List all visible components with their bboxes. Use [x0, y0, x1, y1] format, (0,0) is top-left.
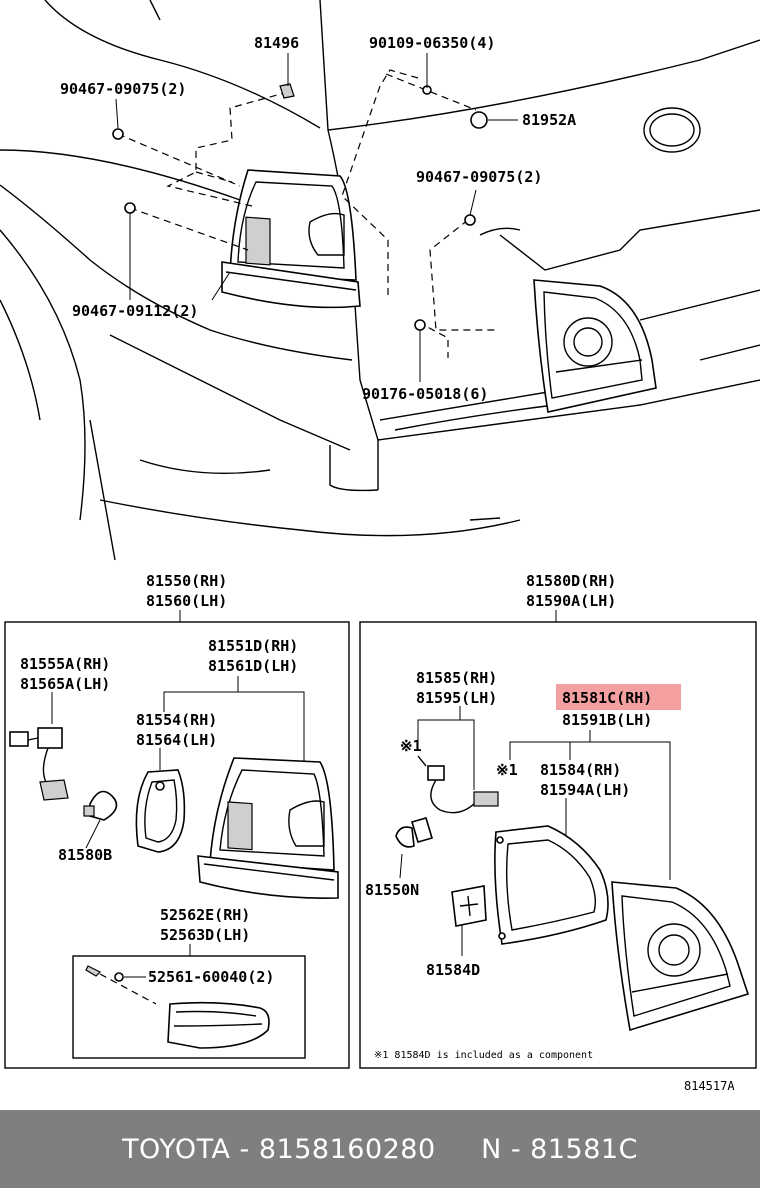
- label-81584-rh: 81584(RH): [540, 761, 621, 779]
- label-81581c-rh: 81581C(RH): [562, 689, 652, 707]
- right-gasket: [494, 825, 609, 945]
- left-socket-harness: [9, 727, 69, 801]
- right-assembly-leaders: [399, 706, 671, 956]
- right-lamp-lens: [611, 881, 750, 1032]
- upper-label-leaders: [115, 53, 518, 382]
- vehicle-body-outline: [0, 0, 760, 561]
- label-81595-lh: 81595(LH): [416, 689, 497, 707]
- diagram-code: 814517A: [684, 1079, 735, 1093]
- part-81584d: [451, 885, 487, 927]
- label-90176-05018: 90176-05018(6): [362, 385, 488, 403]
- label-81590a-lh: 81590A(LH): [526, 592, 616, 610]
- component-note: ※1 81584D is included as a component: [374, 1050, 593, 1061]
- left-assembly-leaders: [51, 676, 305, 849]
- right-bulb-socket: [395, 817, 433, 848]
- right-assembly-box: [359, 621, 757, 1069]
- label-81550n: 81550N: [365, 881, 419, 899]
- label-81555a-rh: 81555A(RH): [20, 655, 110, 673]
- label-90467-09075-b: 90467-09075(2): [416, 168, 542, 186]
- label-81591b-lh: 81591B(LH): [562, 711, 652, 729]
- reflector-sub-box: [72, 955, 306, 1059]
- label-81952a: 81952A: [522, 111, 576, 129]
- label-81584d: 81584D: [426, 961, 480, 979]
- reflector-part: [85, 965, 270, 1049]
- label-81561d-lh: 81561D(LH): [208, 657, 298, 675]
- mark-1-gasket: ※1: [496, 761, 518, 779]
- label-81550-rh: 81550(RH): [146, 572, 227, 590]
- label-81551d-rh: 81551D(RH): [208, 637, 298, 655]
- label-81554-rh: 81554(RH): [136, 711, 217, 729]
- label-90467-09112: 90467-09112(2): [72, 302, 198, 320]
- label-81594a-lh: 81594A(LH): [540, 781, 630, 799]
- label-81565a-lh: 81565A(LH): [20, 675, 110, 693]
- label-90109-06350: 90109-06350(4): [369, 34, 495, 52]
- left-assembly-box: [4, 621, 350, 1069]
- left-gasket: [135, 769, 186, 853]
- label-52562e-rh: 52562E(RH): [160, 906, 250, 924]
- label-81580d-rh: 81580D(RH): [526, 572, 616, 590]
- right-socket-harness: [417, 755, 499, 814]
- label-90467-09075-a: 90467-09075(2): [60, 80, 186, 98]
- label-52561-60040: 52561-60040(2): [148, 968, 274, 986]
- label-81564-lh: 81564(LH): [136, 731, 217, 749]
- label-81496: 81496: [254, 34, 299, 52]
- part-number-footer: TOYOTA - 8158160280 N - 81581C: [0, 1110, 760, 1188]
- label-81560-lh: 81560(LH): [146, 592, 227, 610]
- left-lamp-lens: [197, 757, 339, 899]
- parts-diagram: 81496 90109-06350(4) 90467-09075(2) 8195…: [0, 0, 760, 1093]
- upper-right-tail-lamp: [533, 279, 657, 413]
- left-bulb: [83, 790, 118, 821]
- upper-left-tail-lamp: [221, 169, 361, 309]
- label-81585-rh: 81585(RH): [416, 669, 497, 687]
- label-52563d-lh: 52563D(LH): [160, 926, 250, 944]
- highlight-81581c: [556, 684, 681, 710]
- label-81580b: 81580B: [58, 846, 112, 864]
- mark-1-socket: ※1: [400, 737, 422, 755]
